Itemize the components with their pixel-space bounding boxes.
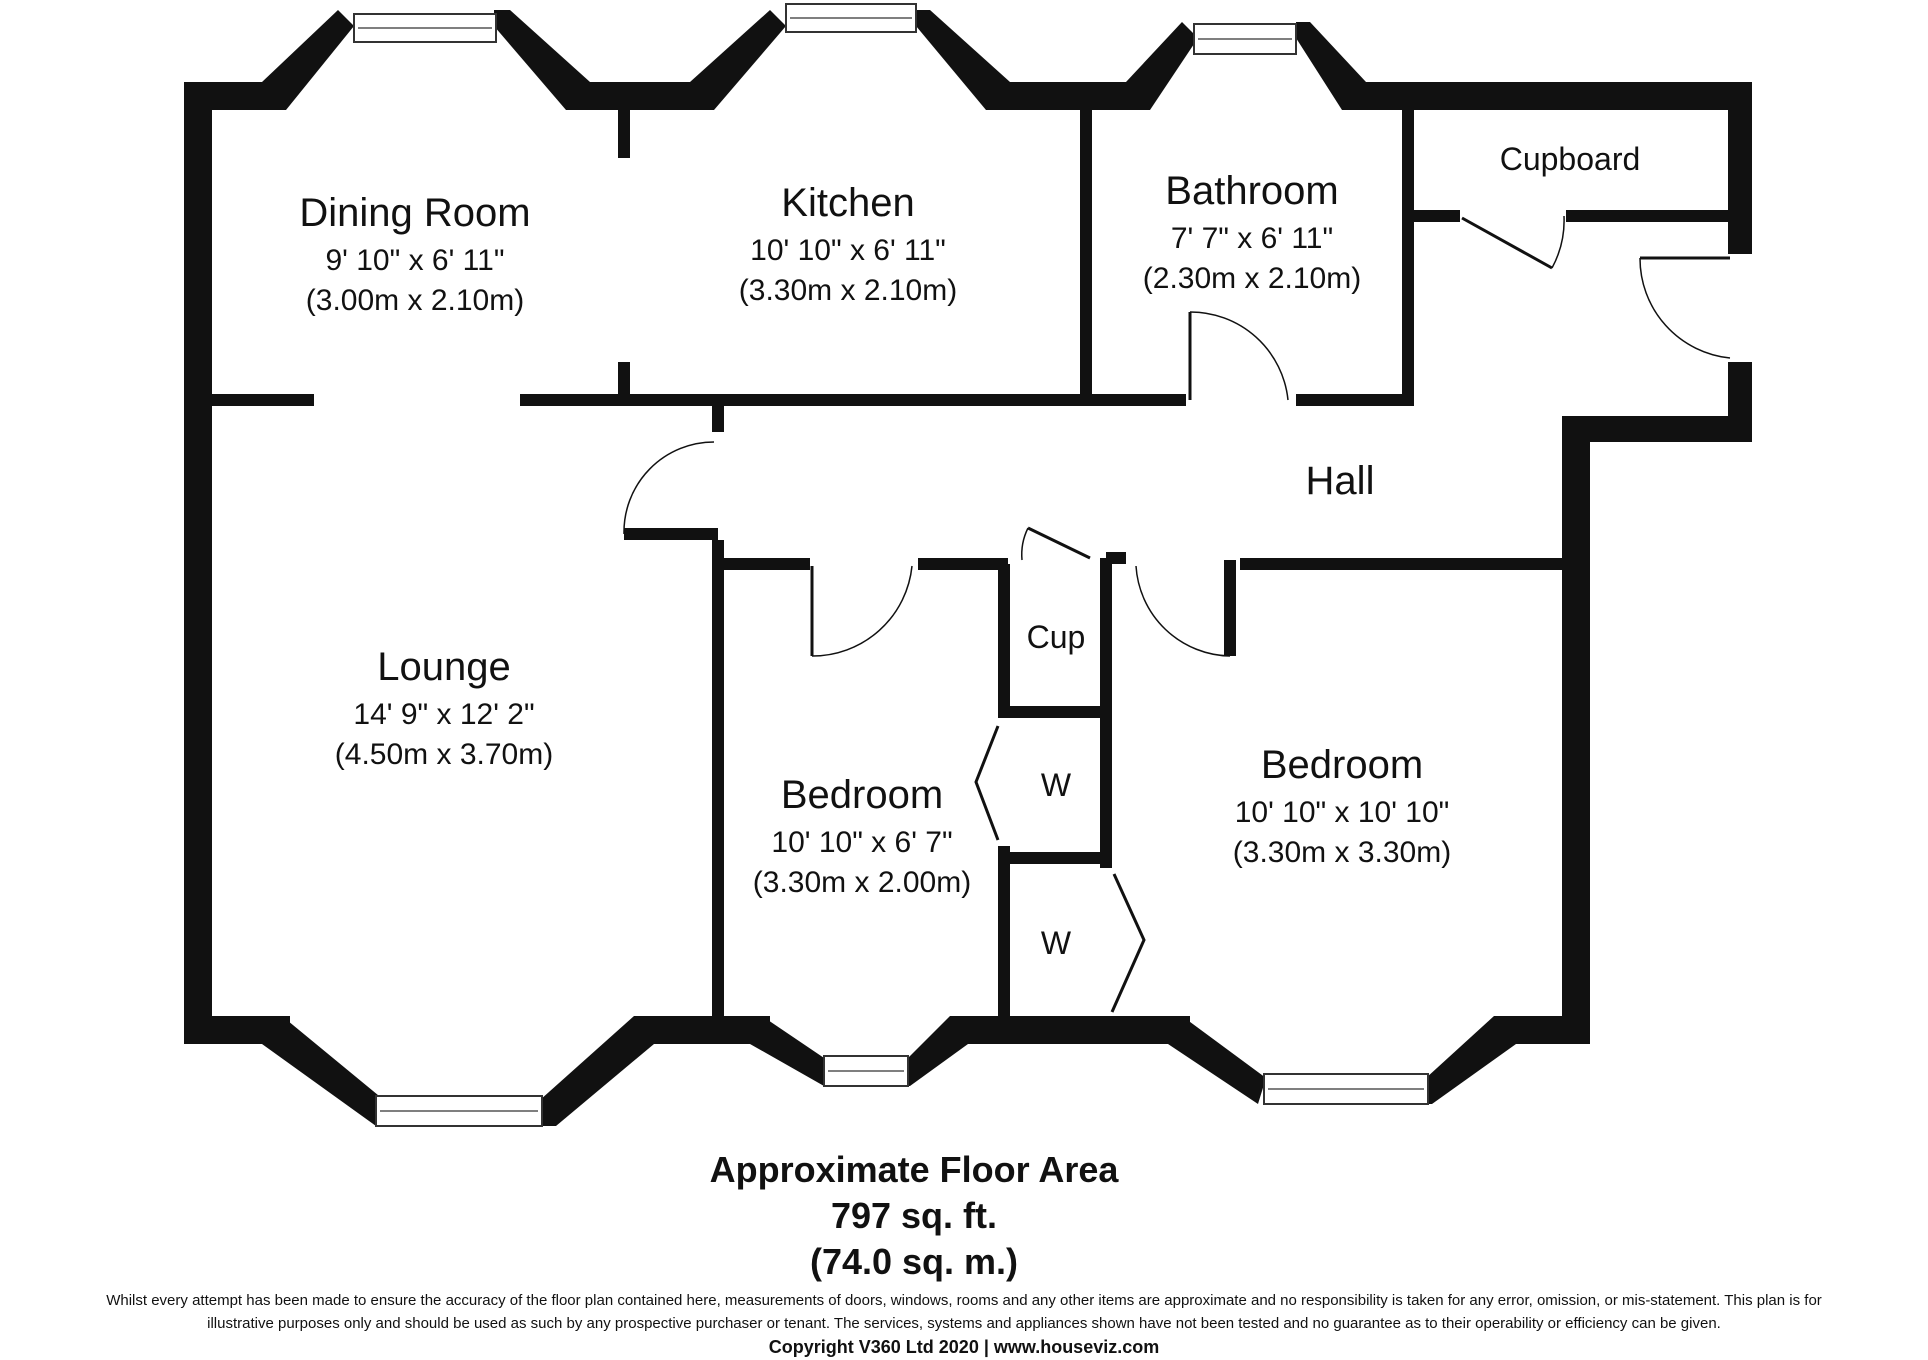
wall-bath-bay-left bbox=[1126, 22, 1198, 110]
wall-bottom-left bbox=[184, 1016, 290, 1044]
wall-top-right bbox=[1342, 82, 1752, 110]
bedroom-1-imperial: 10' 10" x 6' 7" bbox=[771, 826, 952, 859]
wall-right-bed2-full bbox=[1562, 560, 1590, 1044]
door-bedroom-1 bbox=[810, 565, 913, 657]
lounge-metric: (4.50m x 3.70m) bbox=[335, 738, 553, 771]
wardrobe-1-name: W bbox=[1041, 767, 1072, 803]
door-cup bbox=[1021, 526, 1091, 561]
cupboard-name: Cupboard bbox=[1500, 141, 1641, 177]
wall-top-mid-1 bbox=[566, 82, 700, 110]
bathroom-name: Bathroom bbox=[1165, 169, 1338, 213]
bedroom-2-name: Bedroom bbox=[1261, 743, 1423, 787]
door-bathroom bbox=[1188, 311, 1289, 401]
door-front bbox=[1639, 256, 1731, 359]
disclaimer-line-2: illustrative purposes only and should be… bbox=[207, 1315, 1721, 1332]
wall-right-bedroom bbox=[1562, 416, 1590, 568]
bedroom-2-imperial: 10' 10" x 10' 10" bbox=[1235, 796, 1450, 829]
copyright: Copyright V360 Ltd 2020 | www.houseviz.c… bbox=[769, 1337, 1159, 1357]
lounge-name: Lounge bbox=[377, 645, 510, 689]
door-wardrobe-1 bbox=[974, 725, 1000, 841]
bedroom-1-metric: (3.30m x 2.00m) bbox=[753, 866, 971, 899]
wall-bed2-bay-right bbox=[1426, 1016, 1516, 1104]
wall-bottom-mid-2 bbox=[950, 1016, 1190, 1044]
doors bbox=[623, 215, 1731, 1013]
window-bedroom-2 bbox=[1263, 1073, 1429, 1105]
floor-area-sqm: (74.0 sq. m.) bbox=[810, 1241, 1018, 1282]
wall-left bbox=[184, 82, 212, 1044]
wall-top-mid-2 bbox=[986, 82, 1136, 110]
dining-room-metric: (3.00m x 2.10m) bbox=[306, 284, 524, 317]
wall-dining-bay bbox=[262, 10, 354, 110]
kitchen-name: Kitchen bbox=[781, 181, 914, 225]
door-wardrobe-2 bbox=[1110, 873, 1146, 1013]
wall-kitchen-bay-left bbox=[690, 10, 786, 110]
window-dining bbox=[353, 13, 497, 43]
wall-bed2-bay-left bbox=[1168, 1016, 1266, 1104]
kitchen-metric: (3.30m x 2.10m) bbox=[739, 274, 957, 307]
wall-lounge-bay-left bbox=[262, 1016, 384, 1126]
footer: Whilst every attempt has been made to en… bbox=[106, 1292, 1822, 1357]
floor-area-title: Approximate Floor Area bbox=[710, 1149, 1120, 1190]
window-kitchen bbox=[785, 3, 917, 33]
exterior-walls bbox=[184, 10, 1752, 1126]
wall-bed1-bay-left bbox=[750, 1016, 830, 1086]
bedroom-2-metric: (3.30m x 3.30m) bbox=[1233, 836, 1451, 869]
bedroom-1-name: Bedroom bbox=[781, 773, 943, 817]
dining-room-name: Dining Room bbox=[299, 191, 530, 235]
door-bedroom-2 bbox=[1135, 565, 1232, 657]
bathroom-metric: (2.30m x 2.10m) bbox=[1143, 262, 1361, 295]
cup-name: Cup bbox=[1027, 619, 1086, 655]
door-cupboard bbox=[1461, 215, 1565, 270]
wardrobe-2-name: W bbox=[1041, 925, 1072, 961]
bathroom-imperial: 7' 7" x 6' 11" bbox=[1171, 222, 1333, 255]
disclaimer-line-1: Whilst every attempt has been made to en… bbox=[106, 1292, 1822, 1309]
dining-room-imperial: 9' 10" x 6' 11" bbox=[326, 244, 505, 277]
wall-bottom-mid-1 bbox=[634, 1016, 770, 1044]
floor-area-sqft: 797 sq. ft. bbox=[831, 1195, 997, 1236]
window-bathroom bbox=[1193, 23, 1297, 55]
wall-step bbox=[1562, 416, 1752, 442]
door-lounge bbox=[623, 441, 715, 536]
lounge-imperial: 14' 9" x 12' 2" bbox=[353, 698, 534, 731]
wall-top-left bbox=[184, 82, 270, 110]
floor-area-summary: Approximate Floor Area 797 sq. ft. (74.0… bbox=[710, 1149, 1120, 1282]
windows bbox=[353, 3, 1429, 1127]
wall-right-upper bbox=[1728, 82, 1752, 254]
room-labels: Dining Room 9' 10" x 6' 11" (3.00m x 2.1… bbox=[299, 141, 1640, 961]
kitchen-imperial: 10' 10" x 6' 11" bbox=[750, 234, 946, 267]
window-lounge bbox=[375, 1095, 543, 1127]
interior-walls bbox=[210, 108, 1732, 1020]
wall-lounge-bay-right bbox=[540, 1016, 654, 1126]
window-bedroom-1 bbox=[823, 1055, 909, 1087]
hall-name: Hall bbox=[1306, 459, 1375, 503]
